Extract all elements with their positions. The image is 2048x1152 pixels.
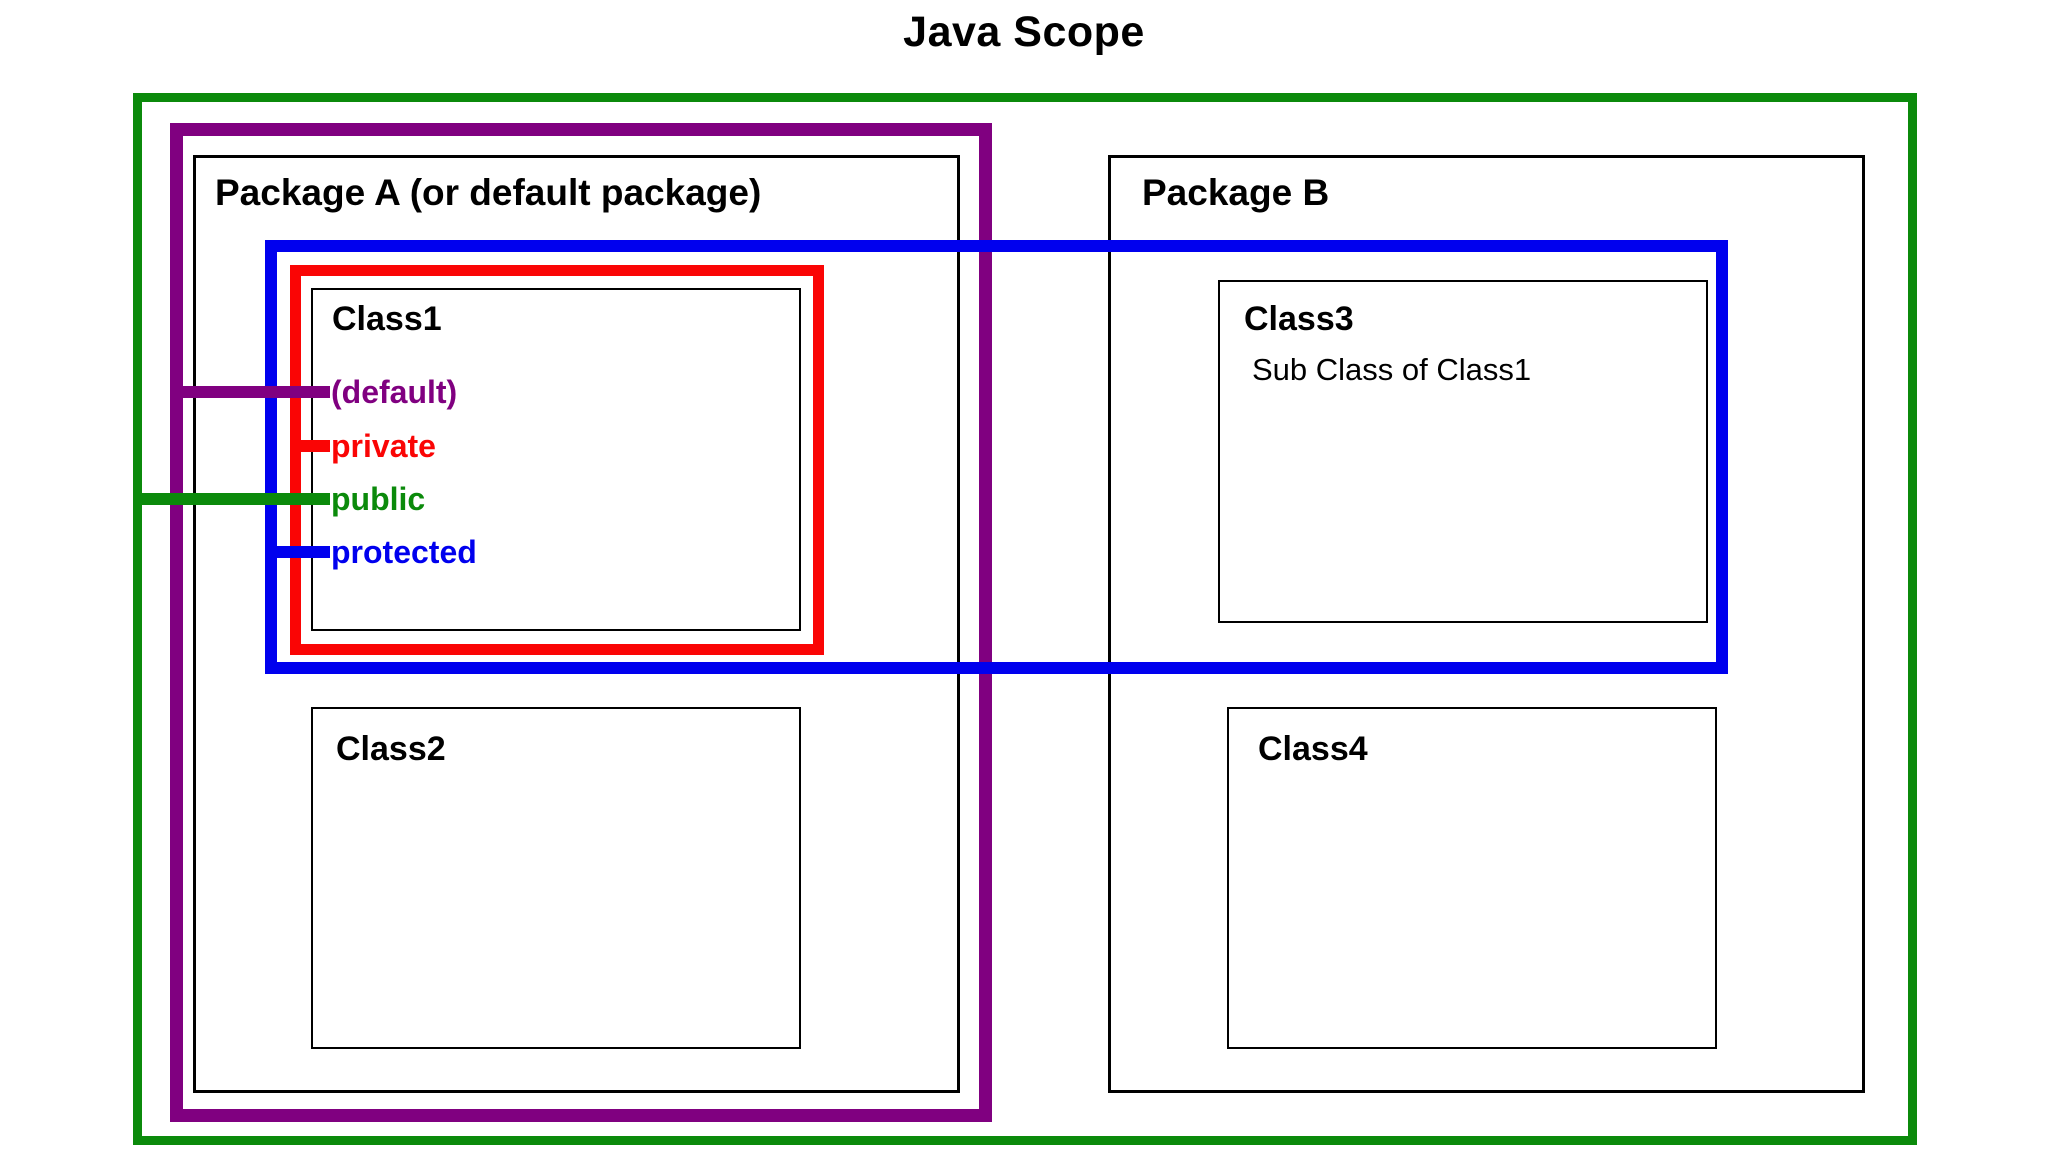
connector-private [292,440,330,452]
connector-default [178,386,330,398]
scope-box-private [290,265,824,655]
scope-box-default [170,123,992,1122]
modifier-public: public [331,481,426,517]
modifier-protected: protected [331,534,477,570]
package-b-label: Package B [1142,172,1330,213]
class4-box [1227,707,1717,1049]
modifier-default: (default) [331,374,458,410]
class3-box [1218,280,1708,623]
connector-public [140,493,330,505]
class1-label: Class1 [332,300,442,338]
package-a-label: Package A (or default package) [215,172,762,213]
modifier-private: private [331,428,436,464]
scope-box-public [133,93,1917,1145]
class4-label: Class4 [1258,730,1368,768]
scope-box-protected [265,240,1728,674]
class3-subtitle: Sub Class of Class1 [1252,352,1532,387]
class2-label: Class2 [336,730,446,768]
class3-label: Class3 [1244,300,1354,338]
class2-box [311,707,801,1049]
page-title: Java Scope [903,8,1145,56]
class1-box [311,288,801,631]
connector-protected [268,546,330,558]
